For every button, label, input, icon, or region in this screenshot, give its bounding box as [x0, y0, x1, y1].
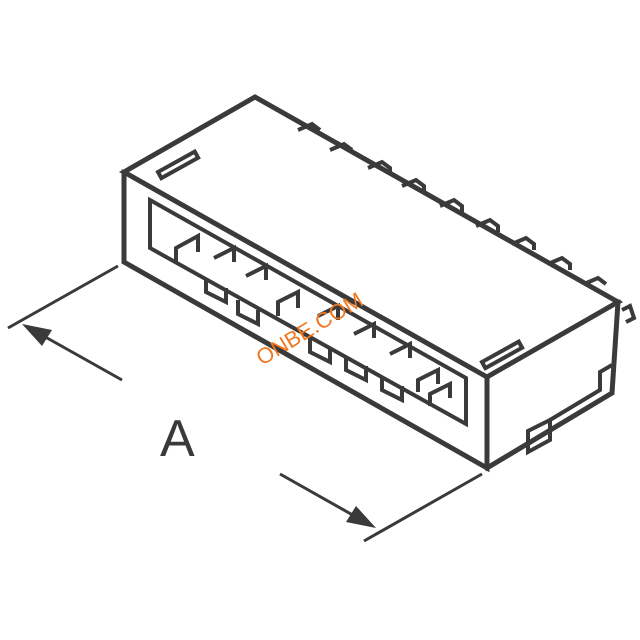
- arrowhead-right: [346, 506, 376, 528]
- mounting-tab: [526, 416, 552, 456]
- top-slot-left: [155, 148, 201, 181]
- top-slot-right: [479, 338, 525, 371]
- extension-line-left: [7, 264, 119, 330]
- connector-body: [118, 94, 637, 473]
- dimension-line-right: [279, 472, 359, 520]
- dimension-line-left: [39, 332, 123, 382]
- dimension-a: A: [7, 264, 483, 543]
- arrowhead-left: [22, 324, 52, 346]
- end-face-step: [548, 363, 614, 422]
- dimension-label: A: [160, 410, 195, 468]
- extension-line-right: [363, 472, 483, 543]
- rear-contact-tails: [297, 121, 637, 324]
- internal-contacts: [174, 232, 452, 406]
- front-opening: [148, 196, 468, 428]
- front-face: [121, 169, 490, 473]
